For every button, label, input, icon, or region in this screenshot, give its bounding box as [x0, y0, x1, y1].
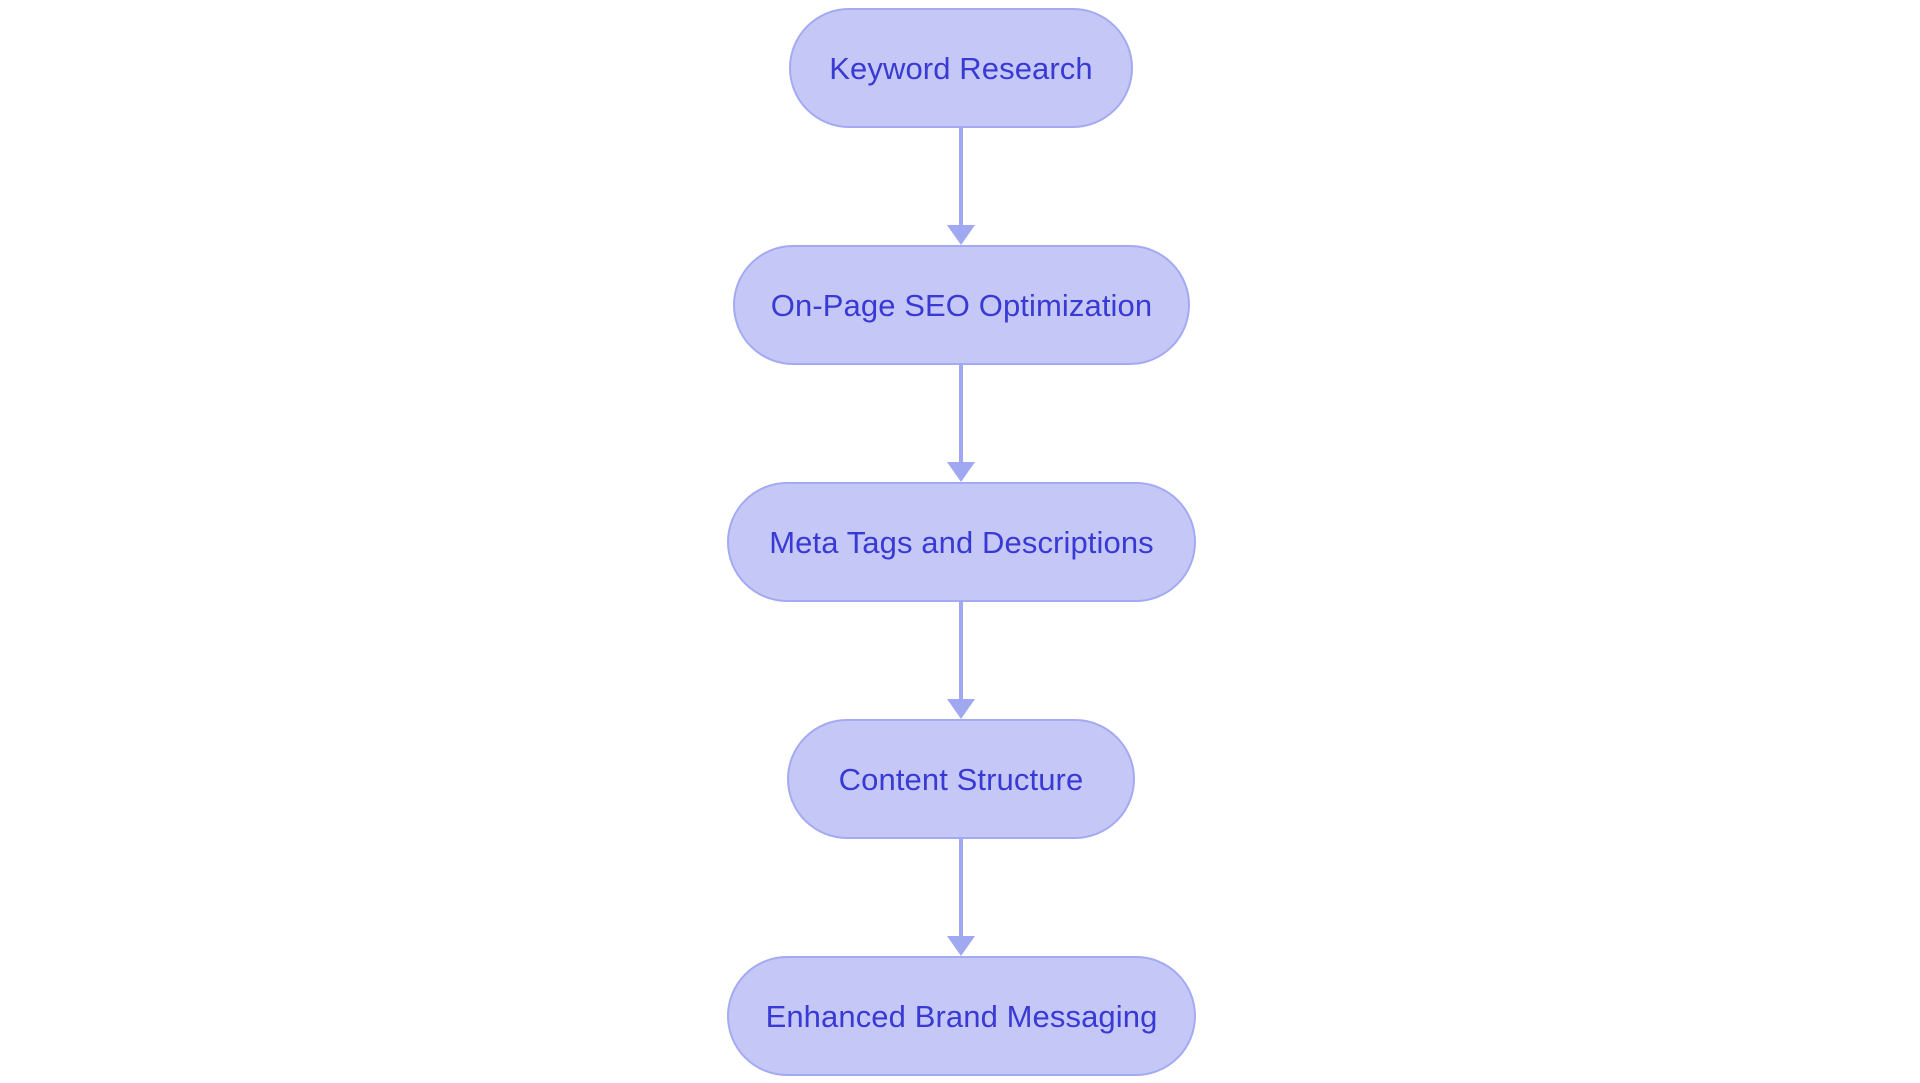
- flow-node-label: Meta Tags and Descriptions: [769, 524, 1154, 560]
- down-arrow-icon: [947, 462, 975, 482]
- flow-node-enhanced-brand-messaging[interactable]: Enhanced Brand Messaging: [727, 956, 1196, 1076]
- connector-line: [959, 365, 963, 462]
- flow-node-label: Content Structure: [838, 761, 1084, 797]
- flow-node-on-page-seo[interactable]: On-Page SEO Optimization: [733, 245, 1190, 365]
- flow-connector-content-structure-to-enhanced-brand-messaging: [946, 839, 976, 956]
- connector-line: [959, 602, 963, 699]
- connector-line: [959, 128, 963, 225]
- flow-node-meta-tags[interactable]: Meta Tags and Descriptions: [727, 482, 1196, 602]
- down-arrow-icon: [947, 936, 975, 956]
- flow-connector-on-page-seo-to-meta-tags: [946, 365, 976, 482]
- flow-connector-meta-tags-to-content-structure: [946, 602, 976, 719]
- down-arrow-icon: [947, 699, 975, 719]
- flow-node-keyword-research[interactable]: Keyword Research: [789, 8, 1133, 128]
- down-arrow-icon: [947, 225, 975, 245]
- flow-node-content-structure[interactable]: Content Structure: [787, 719, 1135, 839]
- flow-node-label: Enhanced Brand Messaging: [765, 998, 1158, 1034]
- flow-node-label: Keyword Research: [829, 50, 1093, 86]
- flow-connector-keyword-research-to-on-page-seo: [946, 128, 976, 245]
- flow-node-label: On-Page SEO Optimization: [770, 287, 1153, 323]
- connector-line: [959, 839, 963, 936]
